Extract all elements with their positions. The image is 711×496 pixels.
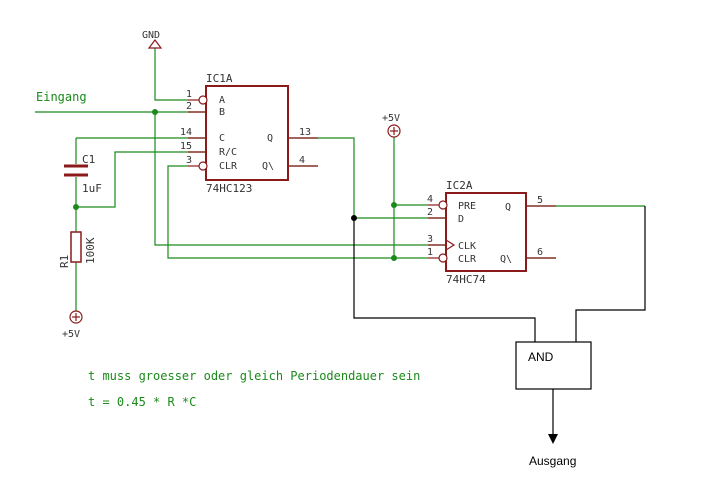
wire-clr1: [167, 165, 428, 259]
gnd-label: GND: [142, 30, 160, 41]
ic2-pin-num: 4: [427, 194, 433, 205]
ic1-74hc123: IC1A 74HC123 1 2 14 15 3 13 4 A B C R/C …: [180, 72, 318, 195]
vcc-bottom-label: +5V: [62, 329, 80, 340]
junction-q1: [351, 215, 357, 221]
ic2-pin-num: 1: [427, 247, 433, 258]
junction: [391, 255, 397, 261]
ic1-pin-num: 4: [299, 155, 305, 166]
wire-rc: [76, 151, 206, 208]
ic1-pin-label: A: [219, 95, 225, 106]
r1-name: R1: [58, 255, 71, 268]
ic2-pin-label: CLK: [458, 241, 476, 252]
junction: [391, 202, 397, 208]
output-label: Ausgang: [529, 454, 576, 468]
junctions: [73, 109, 397, 261]
wire-gnd: [154, 48, 188, 101]
ic2-pin-num: 3: [427, 234, 433, 245]
wires: [35, 48, 645, 311]
note-line-2: t = 0.45 * R *C: [88, 395, 196, 409]
ic1-pin-num: 3: [186, 155, 192, 166]
gnd-icon: [147, 39, 163, 49]
wire-and-in2: [575, 206, 646, 342]
ic2-name: IC2A: [446, 179, 473, 192]
wire-clk: [154, 112, 446, 246]
ic2-pin-num: 6: [537, 247, 543, 258]
ic2-part: 74HC74: [446, 273, 486, 286]
ic1-pin-label: Q\: [262, 161, 274, 172]
note-line-1: t muss groesser oder gleich Periodendaue…: [88, 369, 420, 383]
vcc-bottom-symbol: +5V: [62, 310, 83, 340]
wire-q1: [288, 137, 446, 219]
ic1-part: 74HC123: [206, 182, 252, 195]
and-gate: [515, 341, 592, 390]
ic2-pin-label: PRE: [458, 201, 476, 212]
r1-value: 100K: [84, 237, 97, 264]
ic1-pin-num: 14: [180, 127, 192, 138]
ic2-pin-num: 5: [537, 195, 543, 206]
inverter-bubble: [198, 95, 208, 105]
ic1-pin-num: 2: [186, 101, 192, 112]
ic2-pin-label: Q\: [500, 254, 512, 265]
junction: [73, 204, 79, 210]
ic2-pin-label: CLR: [458, 254, 477, 265]
ic1-pin-label: CLR: [219, 161, 238, 172]
output-arrow: [548, 434, 558, 444]
wire-pre: [393, 131, 428, 206]
input-label: Eingang: [36, 90, 87, 104]
capacitor-c1: C1 1uF: [64, 153, 102, 195]
ic2-pin-label: D: [458, 214, 464, 225]
inverter-bubble: [438, 200, 448, 210]
gnd-symbol: GND: [142, 30, 163, 49]
logic-wires: [353, 206, 646, 436]
junction: [152, 109, 158, 115]
wire-and-in1: [353, 218, 536, 342]
c1-name: C1: [82, 153, 95, 166]
resistor-r1: R1 100K: [58, 231, 97, 268]
ic2-pin-num: 2: [427, 207, 433, 218]
and-gate-label: AND: [528, 350, 554, 364]
ic1-pin-label: Q: [267, 133, 273, 144]
ic1-pin-label: C: [219, 133, 225, 144]
ic1-pin-label: B: [219, 107, 225, 118]
clock-triangle: [445, 239, 456, 251]
ic1-pin-num: 13: [299, 127, 311, 138]
ic1-pin-num: 1: [186, 89, 192, 100]
ic1-name: IC1A: [206, 72, 233, 85]
inverter-bubble: [438, 253, 448, 263]
ic2-pin-label: Q: [505, 202, 511, 213]
ic2-74hc74: IC2A 74HC74 4 2 3 1 5 6 PRE D CLK CLR Q …: [427, 179, 556, 286]
ic1-pin-num: 15: [180, 141, 192, 152]
inverter-bubble: [198, 161, 208, 171]
c1-value: 1uF: [82, 182, 102, 195]
ic1-pin-label: R/C: [219, 147, 237, 158]
vcc-top-symbol: +5V: [382, 113, 401, 138]
vcc-top-label: +5V: [382, 113, 400, 124]
